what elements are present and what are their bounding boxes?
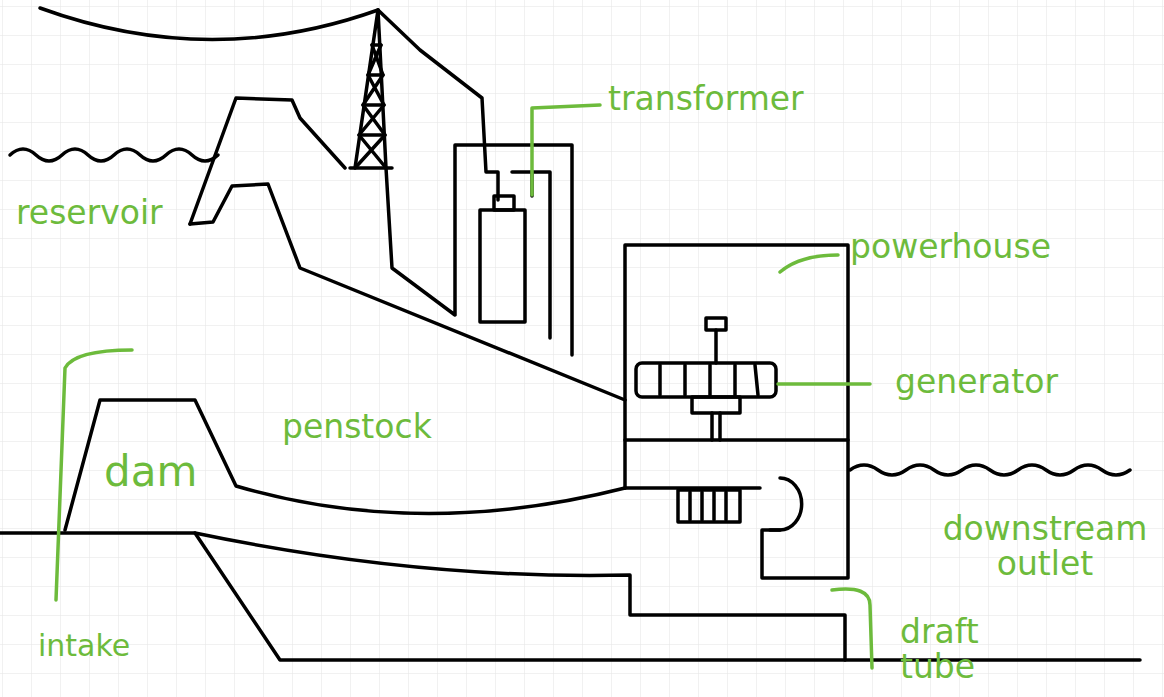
transformer-yard	[386, 145, 572, 355]
part-label: draft tube	[900, 615, 1050, 684]
power-line	[378, 10, 498, 200]
leader-line	[532, 105, 600, 195]
part-label: intake	[38, 630, 198, 662]
part-label: dam	[104, 450, 224, 494]
leader-line	[780, 255, 838, 272]
powerhouse-base	[762, 440, 848, 578]
part-label: penstock	[282, 410, 482, 445]
generator-symbol	[636, 318, 776, 440]
dam-crest	[190, 98, 345, 224]
water-surface	[850, 465, 1130, 475]
part-label: powerhouse	[850, 230, 1080, 265]
part-label: reservoir	[16, 196, 216, 231]
leader-line	[778, 382, 870, 386]
penstock-and-draft-tube	[195, 533, 845, 660]
part-label: generator	[895, 365, 1125, 400]
dam-and-penstock	[65, 400, 625, 530]
part-label: downstream outlet	[935, 512, 1155, 581]
powerhouse-base	[623, 440, 627, 488]
turbine-symbol	[625, 488, 760, 522]
dam-face	[190, 184, 625, 400]
powerhouse-building	[625, 245, 848, 440]
water-surface	[10, 149, 218, 161]
transformer-symbol	[480, 172, 550, 338]
leader-line	[832, 589, 872, 668]
power-line	[40, 8, 378, 40]
part-label: transformer	[608, 82, 868, 117]
transmission-tower	[350, 10, 392, 168]
scroll-case	[770, 478, 802, 530]
